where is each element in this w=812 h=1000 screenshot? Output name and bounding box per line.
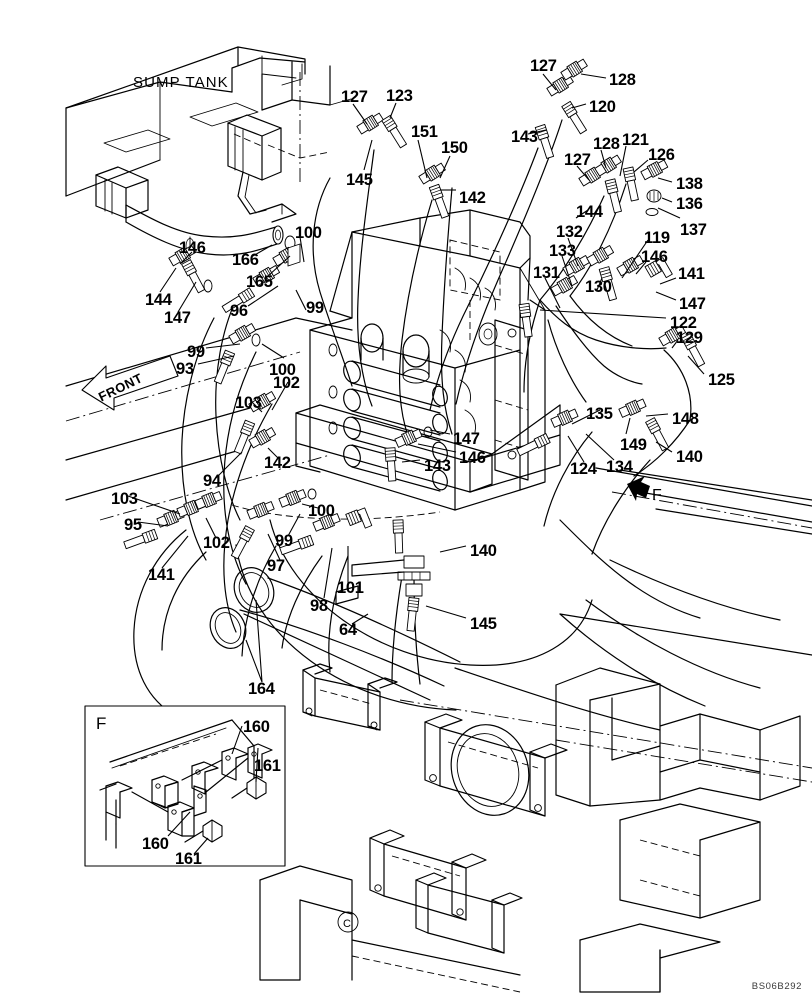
part-callout-148: 148: [672, 410, 699, 428]
front-arrow: [81, 355, 179, 411]
part-callout-128: 128: [609, 71, 636, 89]
part-callout-141: 141: [678, 265, 705, 283]
part-callout-99: 99: [187, 343, 205, 361]
part-callout-151: 151: [411, 123, 438, 141]
part-callout-97: 97: [267, 557, 285, 575]
part-callout-147: 147: [453, 430, 480, 448]
part-callout-149: 149: [620, 436, 647, 454]
part-callout-161: 161: [175, 850, 202, 868]
detail-arrow-letter-f: F: [652, 487, 662, 504]
part-callout-143: 143: [511, 128, 538, 146]
part-callout-121: 121: [622, 131, 649, 149]
part-callout-143: 143: [424, 457, 451, 475]
part-callout-127: 127: [341, 88, 368, 106]
part-callout-140: 140: [676, 448, 703, 466]
fittings-left: [122, 235, 373, 560]
part-callout-94: 94: [203, 472, 221, 490]
part-callout-147: 147: [164, 309, 191, 327]
part-callout-142: 142: [264, 454, 291, 472]
part-callout-161: 161: [254, 757, 281, 775]
lower-tank-and-brackets: C: [259, 467, 812, 993]
part-callout-146: 146: [641, 248, 668, 266]
part-callout-102: 102: [273, 374, 300, 392]
part-callout-144: 144: [576, 203, 603, 221]
part-callout-119: 119: [644, 229, 670, 247]
part-callout-128: 128: [593, 135, 620, 153]
fittings-center: [335, 426, 433, 632]
part-callout-141: 141: [148, 566, 175, 584]
part-callout-132: 132: [556, 223, 583, 241]
drawing-number: BS06B292: [751, 981, 802, 992]
part-callout-138: 138: [676, 175, 703, 193]
part-callout-102: 102: [203, 534, 230, 552]
part-callout-164: 164: [248, 680, 275, 698]
part-callout-136: 136: [676, 195, 703, 213]
sump-tank-structure: [65, 46, 352, 256]
part-callout-103: 103: [235, 394, 262, 412]
part-callout-146: 146: [459, 449, 486, 467]
part-callout-96: 96: [230, 302, 248, 320]
part-callout-93: 93: [176, 360, 194, 378]
part-callout-100: 100: [269, 361, 296, 379]
sump-tank-caption: SUMP TANK: [133, 74, 229, 91]
part-callout-124: 124: [570, 460, 597, 478]
part-callout-103: 103: [111, 490, 138, 508]
part-callout-98: 98: [310, 597, 328, 615]
part-callout-140: 140: [470, 542, 497, 560]
part-callout-134: 134: [606, 458, 633, 476]
leader-lines: [127, 73, 705, 853]
detail-box-letter-f: F: [96, 714, 107, 733]
part-callout-100: 100: [308, 502, 335, 520]
svg-text:C: C: [343, 918, 351, 930]
part-callout-129: 129: [676, 329, 703, 347]
part-callout-133: 133: [549, 242, 576, 260]
part-callout-142: 142: [459, 189, 486, 207]
part-callout-145: 145: [470, 615, 497, 633]
part-callout-100: 100: [295, 224, 322, 242]
detail-f-arrow: [627, 476, 650, 501]
part-callout-99: 99: [306, 299, 324, 317]
part-callout-166: 166: [232, 251, 259, 269]
part-callout-150: 150: [441, 139, 468, 157]
part-callout-64: 64: [339, 621, 357, 639]
part-callout-147: 147: [679, 295, 706, 313]
part-callout-127: 127: [530, 57, 557, 75]
part-callout-101: 101: [337, 579, 364, 597]
part-callout-145: 145: [346, 171, 373, 189]
part-callout-165: 165: [246, 273, 273, 291]
part-callout-131: 131: [533, 264, 560, 282]
part-callout-95: 95: [124, 516, 142, 534]
part-callout-146: 146: [179, 239, 206, 257]
part-callout-127: 127: [564, 151, 591, 169]
part-callout-120: 120: [589, 98, 616, 116]
part-callout-144: 144: [145, 291, 172, 309]
hydraulic-hoses: [133, 119, 692, 726]
machine-deck: [65, 317, 812, 769]
part-callout-125: 125: [708, 371, 735, 389]
detail-box-f: [84, 705, 286, 867]
part-callout-160: 160: [142, 835, 169, 853]
part-callout-122: 122: [670, 314, 697, 332]
part-callout-135: 135: [586, 405, 613, 423]
fittings-top: [355, 56, 670, 220]
part-callout-160: 160: [243, 718, 270, 736]
part-callout-130: 130: [585, 278, 612, 296]
part-callout-99: 99: [275, 532, 293, 550]
part-callout-123: 123: [386, 87, 413, 105]
part-callout-137: 137: [680, 221, 707, 239]
part-callout-126: 126: [648, 146, 675, 164]
